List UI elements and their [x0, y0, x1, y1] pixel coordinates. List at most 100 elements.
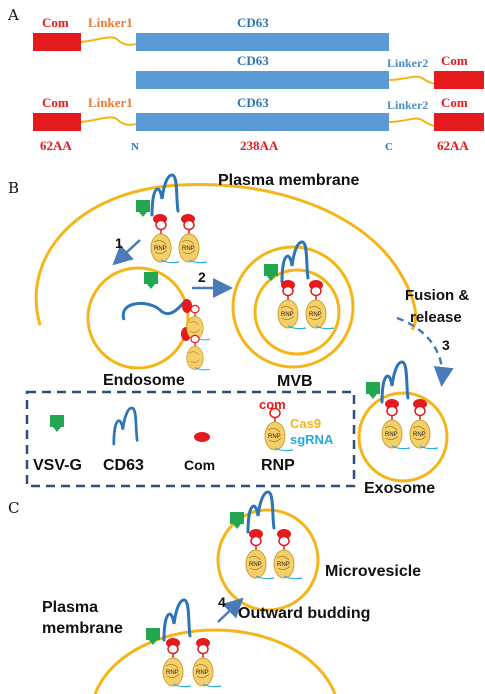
- fusion-release-label-line1: Fusion &: [405, 287, 469, 304]
- rnp-bottom-1: [162, 643, 192, 688]
- plasma-membrane-bottom-arc: [93, 628, 337, 694]
- com-microvesicle-1: [249, 529, 263, 539]
- exosome-circle: [357, 391, 449, 483]
- vsvg-endosome-icon: [144, 272, 158, 289]
- aa-left-label: 62AA: [40, 138, 72, 153]
- plasma-membrane-arc: [34, 183, 418, 331]
- rnp-microvesicle-1-text: RNP: [249, 562, 262, 568]
- step2-label: 2: [198, 269, 206, 285]
- rnp-bottom-2: [192, 643, 222, 688]
- row1-cd63-box: [136, 33, 389, 51]
- cd63-endosome-loop: [121, 299, 188, 321]
- step1-label: 1: [115, 235, 123, 251]
- row3-com-left-label: Com: [42, 95, 69, 110]
- rnp-microvesicle-2-text: RNP: [277, 562, 290, 568]
- row2-cd63-label: CD63: [237, 53, 269, 68]
- mvb-outer-circle: [231, 245, 355, 369]
- rnp-plasma-2-text: RNP: [182, 246, 195, 252]
- vsvg-exosome-icon: [366, 382, 380, 399]
- legend-cas9-label: Cas9: [290, 416, 321, 431]
- com-exosome-2: [413, 399, 427, 409]
- row3-cd63-box: [136, 113, 389, 131]
- row3-linker2: [388, 117, 439, 127]
- step4-arrow: [217, 597, 244, 623]
- rnp-bottom-2-text: RNP: [196, 670, 209, 676]
- row3-linker2-label: Linker2: [387, 98, 428, 112]
- row3-com-right-label: Com: [441, 95, 468, 110]
- step3-dashed-arrow: [396, 316, 454, 387]
- row2-com-right-label: Com: [441, 53, 468, 68]
- vsvg-mvb-icon: [264, 264, 278, 281]
- com-exosome-1: [385, 399, 399, 409]
- rnp-mvb-2: [305, 285, 335, 330]
- plasma-membrane-label: Plasma membrane: [218, 172, 360, 189]
- legend-vsvg-icon: [50, 415, 64, 432]
- aa-right-label: 62AA: [437, 138, 469, 153]
- rnp-mvb-1-text: RNP: [281, 312, 294, 318]
- endosome-label: Endosome: [103, 372, 185, 389]
- com-microvesicle-2: [277, 529, 291, 539]
- mvb-label: MVB: [277, 373, 313, 390]
- row2-com-right-box: [434, 71, 484, 89]
- row2-cd63-box: [136, 71, 389, 89]
- row3-com-right-box: [434, 113, 484, 131]
- row1-com-left-box: [33, 33, 81, 51]
- cd63-plasma-loop: [150, 173, 180, 217]
- step4-label: 4: [218, 594, 226, 610]
- row1-linker1-label: Linker1: [88, 15, 133, 30]
- rnp-plasma-2: [178, 219, 208, 264]
- microvesicle-label: Microvesicle: [325, 563, 421, 580]
- panel-c-label: C: [8, 499, 19, 517]
- fusion-release-label-line2: release: [410, 309, 462, 326]
- legend-com-icon: [194, 432, 210, 442]
- legend-cd63-icon: [112, 406, 139, 446]
- legend-box: [25, 390, 356, 488]
- row1-cd63-label: CD63: [237, 15, 269, 30]
- rnp-plasma-1-text: RNP: [154, 246, 167, 252]
- rnp-exosome-2: [409, 405, 439, 450]
- panel-b-label: B: [8, 179, 19, 197]
- rnp-plasma-1: [150, 219, 180, 264]
- step3-label: 3: [442, 337, 450, 353]
- legend-cd63-label: CD63: [103, 457, 144, 474]
- com-endosome-1: [182, 299, 192, 313]
- legend-rnp-icon-text: RNP: [268, 434, 281, 440]
- c-terminus-label: C: [385, 141, 393, 153]
- rnp-exosome-1: [381, 405, 411, 450]
- aa-mid-label: 238AA: [240, 138, 279, 153]
- row1-linker1: [80, 36, 137, 46]
- rnp-bottom-1-text: RNP: [166, 670, 179, 676]
- legend-rnp-com-label: com: [259, 397, 286, 412]
- row3-com-left-box: [33, 113, 81, 131]
- endosome-circle: [86, 266, 190, 370]
- row3-linker1-label: Linker1: [88, 95, 133, 110]
- row3-linker1: [80, 116, 137, 126]
- plasma-membrane-c-line2: membrane: [42, 620, 123, 637]
- rnp-endosome-2: [186, 334, 211, 371]
- rnp-microvesicle-1: [245, 535, 275, 580]
- plasma-membrane-c-line1: Plasma: [42, 599, 98, 616]
- row3-cd63-label: CD63: [237, 95, 269, 110]
- row2-linker2-label: Linker2: [387, 56, 428, 70]
- legend-rnp-icon: [264, 407, 294, 452]
- legend-rnp-label: RNP: [261, 457, 295, 474]
- row2-linker2: [388, 75, 439, 85]
- mvb-inner-vesicle: [253, 268, 341, 356]
- step1-arrow: [112, 239, 141, 266]
- outward-budding-label: Outward budding: [238, 605, 370, 622]
- panel-a-label: A: [7, 6, 19, 24]
- legend-com-label: Com: [184, 457, 215, 473]
- rnp-mvb-1: [277, 285, 307, 330]
- legend-sgrna-label: sgRNA: [290, 432, 334, 447]
- microvesicle-circle: [216, 508, 320, 612]
- rnp-exosome-2-text: RNP: [413, 432, 426, 438]
- legend-vsvg-label: VSV-G: [33, 457, 82, 474]
- vsvg-plasma-icon: [136, 200, 150, 217]
- rnp-exosome-1-text: RNP: [385, 432, 398, 438]
- n-terminus-label: N: [131, 141, 139, 153]
- rnp-microvesicle-2: [273, 535, 303, 580]
- exosome-label: Exosome: [364, 480, 435, 497]
- row1-com-left-label: Com: [42, 15, 69, 30]
